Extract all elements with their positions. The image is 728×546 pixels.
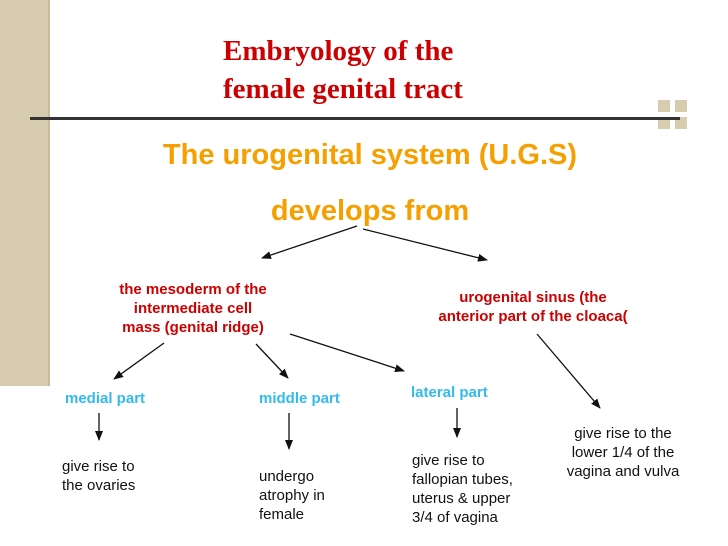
middle-outcome-text: undergo atrophy in female [259, 467, 325, 524]
lateral-part-label: lateral part [411, 384, 488, 401]
subtitle-line-1: The urogenital system (U.G.S) [162, 139, 578, 171]
outcome-text-line: give rise to the [574, 425, 672, 442]
left-decorative-bar [0, 0, 50, 386]
left-lower-area [0, 386, 48, 546]
outcome-text-line: uterus & upper [412, 490, 511, 507]
outcome-text-line: female [259, 506, 305, 523]
slide-title: Embryology of the female genital tract [223, 32, 583, 108]
lateral-outcome-text: give rise to fallopian tubes, uterus & u… [412, 451, 513, 527]
outcome-text-line: atrophy in [259, 487, 325, 504]
arrow-to-mesoderm [261, 225, 358, 259]
arrow-to-medial-part [113, 342, 165, 380]
sinus-text-line: anterior part of the cloaca( [438, 308, 628, 325]
mesoderm-source-node: the mesoderm of the intermediate cell ma… [88, 280, 298, 337]
decorative-square [658, 117, 670, 129]
decorative-squares [658, 100, 708, 140]
medial-outcome-text: give rise to the ovaries [62, 457, 135, 495]
subtitle-line-2: develops from [270, 195, 470, 227]
decorative-square [658, 100, 670, 112]
mesoderm-text-line: the mesoderm of the [119, 281, 267, 298]
sinus-text-line: urogenital sinus (the [459, 289, 607, 306]
arrow-to-middle-part [255, 343, 289, 379]
outcome-text-line: undergo [259, 468, 315, 485]
decorative-square [675, 117, 687, 129]
mesoderm-text-line: mass (genital ridge) [122, 319, 264, 336]
outcome-text-line: lower 1/4 of the [571, 444, 675, 461]
outcome-text-line: 3/4 of vagina [412, 509, 498, 526]
slide-title-line-1: Embryology of the [223, 35, 454, 67]
outcome-text-line: give rise to [62, 458, 135, 475]
mesoderm-text-line: intermediate cell [133, 300, 253, 317]
outcome-text-line: vagina and vulva [566, 463, 680, 480]
arrow-to-sinus-outcome [536, 333, 601, 409]
urogenital-sinus-node: urogenital sinus (the anterior part of t… [408, 288, 658, 326]
slide-title-line-2: female genital tract [223, 73, 463, 105]
arrow-to-lateral-part [289, 333, 405, 373]
middle-part-label: middle part [259, 390, 340, 407]
medial-part-label: medial part [65, 390, 146, 407]
decorative-square [675, 100, 687, 112]
title-divider [30, 117, 680, 120]
arrow-to-urogenital-sinus [362, 228, 488, 262]
outcome-text-line: give rise to [412, 452, 485, 469]
outcome-text-line: fallopian tubes, [412, 471, 513, 488]
outcome-text-line: the ovaries [62, 477, 136, 494]
sinus-outcome-text: give rise to the lower 1/4 of the vagina… [548, 424, 698, 481]
